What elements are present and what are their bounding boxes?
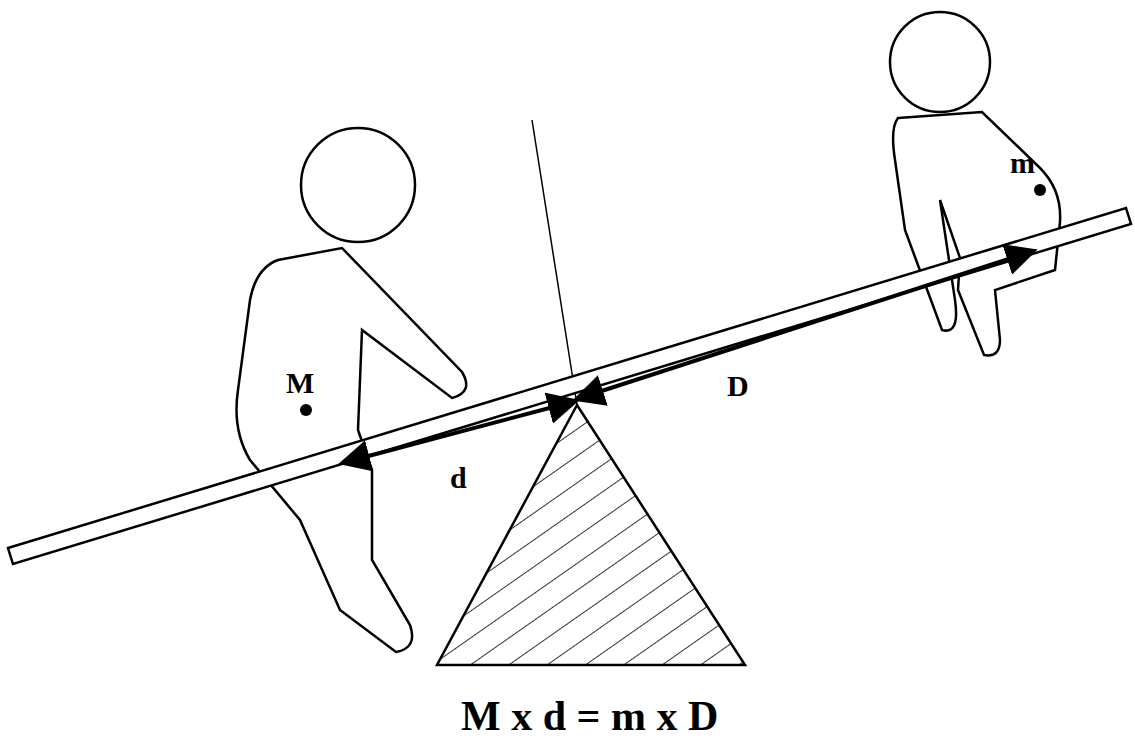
distance-arrow — [346, 402, 572, 462]
mass-dot — [300, 404, 312, 416]
right-person — [890, 12, 1060, 355]
distance-arrow — [580, 252, 1030, 398]
left-person — [237, 128, 467, 652]
variable-label: D — [727, 371, 749, 401]
variable-label: m — [1010, 148, 1035, 178]
plank — [8, 208, 1131, 564]
equation-caption: M x d = m x D — [461, 695, 718, 737]
fulcrum — [437, 405, 745, 665]
variable-label: M — [286, 368, 314, 398]
vertical-line — [532, 120, 577, 405]
variable-label: d — [450, 463, 467, 493]
mass-dot — [1034, 184, 1046, 196]
